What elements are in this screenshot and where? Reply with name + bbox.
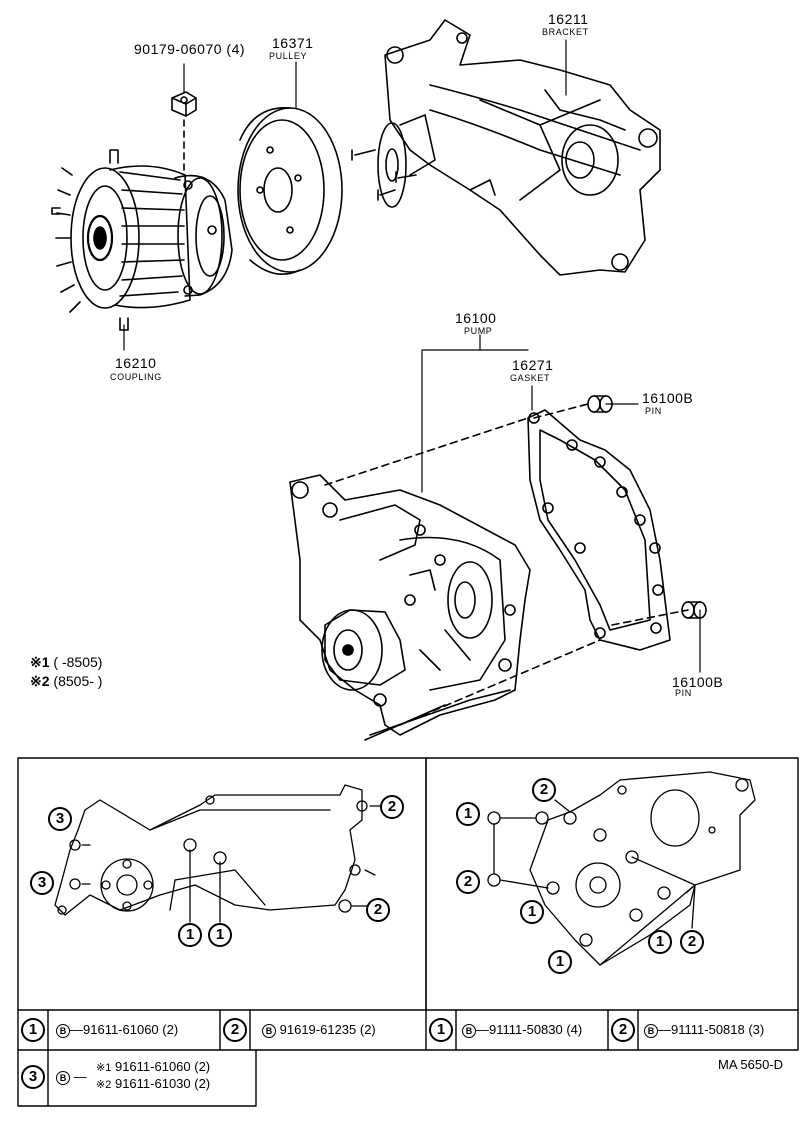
callout-3: 3 <box>48 807 72 831</box>
table-row2-code: B — <box>56 1070 87 1085</box>
bolt-part-number: 90179-06070 (4) <box>134 41 246 57</box>
callout-1: 1 <box>208 923 232 947</box>
legend-line-2: ※2 (8505- ) <box>30 673 102 690</box>
table-cell-text: —91111-50818 (3) <box>658 1022 765 1037</box>
table-row2-mark-1: ※1 <box>96 1062 112 1074</box>
left-detail-drawing <box>54 784 381 923</box>
pulley-part-number: 16371 <box>272 35 314 51</box>
legend-range-2: (8505- ) <box>53 673 103 689</box>
bolt-code-icon: B <box>56 1023 70 1038</box>
table-row1-index-2b: 2 <box>611 1018 635 1042</box>
callout-2: 2 <box>456 870 480 894</box>
legend-mark-2: ※2 <box>30 673 50 689</box>
pin-top-name: PIN <box>645 406 662 416</box>
table-row2-part-2: 91611-61030 (2) <box>114 1076 211 1091</box>
table-row2-index-3: 3 <box>21 1065 45 1089</box>
right-detail-drawing <box>487 771 756 966</box>
callout-2: 2 <box>532 778 556 802</box>
table-cell-91611-61060: B—91611-61060 (2) <box>56 1023 178 1038</box>
callout-2: 2 <box>680 930 704 954</box>
pin-top-part-number: 16100B <box>642 390 694 406</box>
bracket-name: BRACKET <box>542 27 589 37</box>
pin-drawings <box>587 395 707 619</box>
gasket-name: GASKET <box>510 373 551 383</box>
pump-part-number: 16100 <box>455 310 497 326</box>
callout-1: 1 <box>548 950 572 974</box>
pulley-name: PULLEY <box>269 51 308 61</box>
parts-table-grid <box>17 1009 799 1107</box>
bolt-code-icon: B <box>644 1023 658 1038</box>
bolt-code-icon: B <box>462 1023 476 1038</box>
table-cell-text: —91611-61060 (2) <box>70 1022 179 1037</box>
table-row1-index-2: 2 <box>223 1018 247 1042</box>
pin-bottom-part-number: 16100B <box>672 674 724 690</box>
legend-range-1: ( -8505) <box>53 654 103 670</box>
bracket-drawing <box>351 19 661 276</box>
table-row2-part-1: 91611-61060 (2) <box>114 1059 211 1074</box>
table-cell-91111-50818: B—91111-50818 (3) <box>644 1023 764 1038</box>
callout-1: 1 <box>648 930 672 954</box>
callout-1: 1 <box>520 900 544 924</box>
gasket-drawing <box>527 409 671 651</box>
table-cell-text: —91111-50830 (4) <box>476 1022 583 1037</box>
bolt-code-icon: B <box>56 1070 70 1085</box>
callout-3: 3 <box>30 871 54 895</box>
table-row2-line2: ※2 91611-61030 (2) <box>96 1077 210 1091</box>
pulley-drawing <box>237 107 343 276</box>
pump-name: PUMP <box>464 326 493 336</box>
callout-2: 2 <box>380 795 404 819</box>
table-cell-text: 91619-61235 (2) <box>279 1022 376 1037</box>
callout-1: 1 <box>178 923 202 947</box>
bolt-code-icon: B <box>262 1023 276 1038</box>
assembly-lines <box>324 403 689 726</box>
table-cell-91111-50830: B—91111-50830 (4) <box>462 1023 582 1038</box>
callout-2: 2 <box>366 898 390 922</box>
table-row1-index-1b: 1 <box>429 1018 453 1042</box>
table-row2-mark-2: ※2 <box>96 1079 112 1091</box>
callout-1: 1 <box>456 802 480 826</box>
leader-lines <box>123 39 701 673</box>
table-row1-index-1: 1 <box>21 1018 45 1042</box>
figure-code: MA 5650-D <box>718 1057 784 1072</box>
bracket-part-number: 16211 <box>548 11 589 27</box>
table-cell-91619-61235: B 91619-61235 (2) <box>262 1023 376 1038</box>
pump-drawing <box>289 474 531 741</box>
legend-mark-1: ※1 <box>30 654 50 670</box>
nut-drawing <box>171 91 197 176</box>
coupling-name: COUPLING <box>110 372 162 382</box>
legend-line-1: ※1 ( -8505) <box>30 654 102 671</box>
fan-coupling-drawing <box>51 149 233 331</box>
table-row2-line1: ※1 91611-61060 (2) <box>96 1060 210 1074</box>
pin-bottom-name: PIN <box>675 688 692 698</box>
gasket-part-number: 16271 <box>512 357 554 373</box>
coupling-part-number: 16210 <box>115 355 157 371</box>
